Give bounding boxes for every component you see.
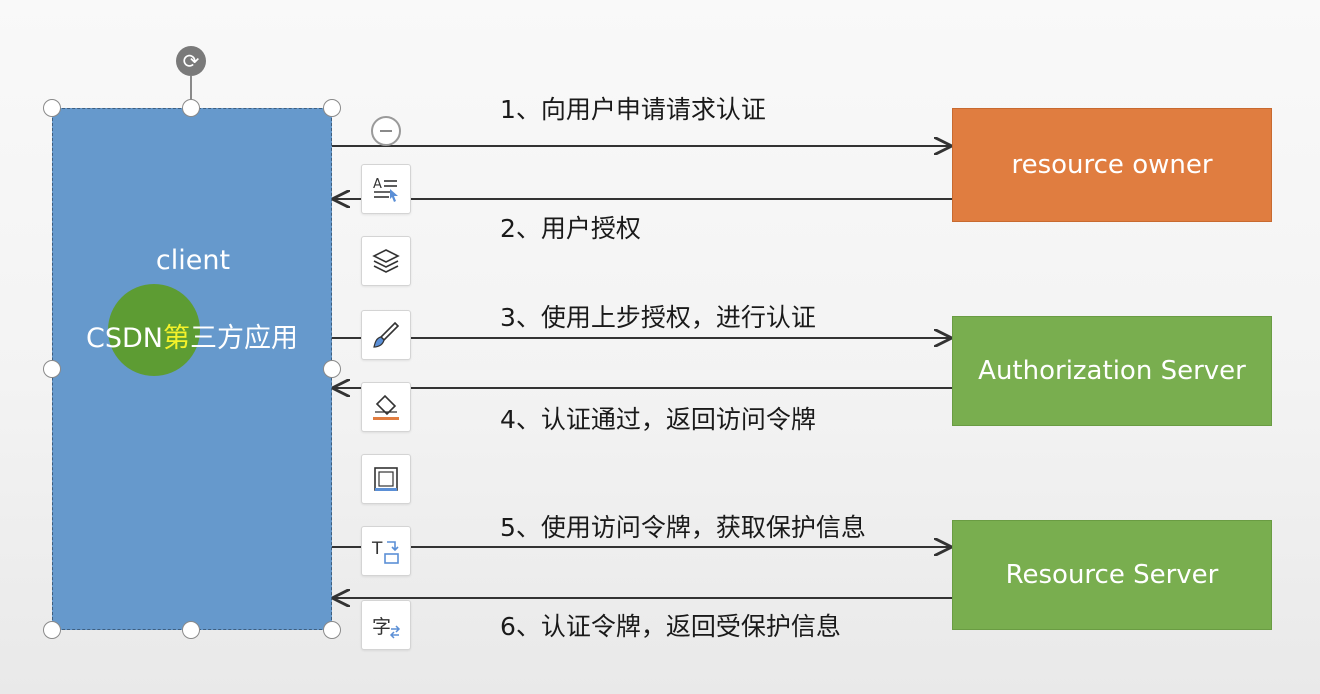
step-6-label: 6、认证令牌，返回受保护信息 — [500, 612, 841, 641]
client-subtitle-post: 三方应用 — [189, 323, 298, 354]
step-2-label: 2、用户授权 — [500, 214, 641, 243]
text-style-button[interactable]: A — [361, 164, 411, 214]
text-box-icon: T — [371, 539, 399, 564]
brush-button[interactable] — [361, 310, 411, 360]
resize-handle-bottom[interactable] — [182, 621, 200, 639]
svg-text:字: 字 — [372, 616, 391, 638]
fill-icon — [373, 394, 399, 420]
brush-icon — [373, 321, 400, 348]
resource-server-box[interactable]: Resource Server — [952, 520, 1272, 630]
client-subtitle: CSDN第三方应用 — [52, 316, 332, 355]
resize-handle-top-right[interactable] — [323, 99, 341, 117]
step-4-label: 4、认证通过，返回访问令牌 — [500, 405, 816, 434]
resize-handle-bottom-left[interactable] — [43, 621, 61, 639]
layers-button[interactable] — [361, 236, 411, 286]
step-1-label: 1、向用户申请请求认证 — [500, 95, 766, 124]
layers-icon — [372, 249, 400, 273]
resize-handle-left[interactable] — [43, 360, 61, 378]
text-box-button[interactable]: T — [361, 526, 411, 576]
cursor-highlight — [108, 284, 200, 376]
collapse-toolbar-button[interactable] — [371, 116, 401, 146]
client-title: client — [155, 245, 231, 276]
client-box[interactable]: client — [52, 108, 332, 630]
text-style-icon: A — [373, 177, 398, 202]
svg-text:A: A — [373, 177, 382, 192]
fill-button[interactable] — [361, 382, 411, 432]
border-icon — [374, 467, 398, 491]
resource-server-label: Resource Server — [1005, 560, 1219, 590]
resource-owner-box[interactable]: resource owner — [952, 108, 1272, 222]
client-subtitle-pre: CSDN — [86, 323, 163, 354]
step-5-label: 5、使用访问令牌，获取保护信息 — [500, 513, 866, 542]
rotate-connector — [190, 76, 192, 100]
step-3-label: 3、使用上步授权，进行认证 — [500, 303, 816, 332]
resource-owner-label: resource owner — [1011, 150, 1213, 180]
authorization-server-label: Authorization Server — [978, 356, 1246, 386]
border-button[interactable] — [361, 454, 411, 504]
resize-handle-top[interactable] — [182, 99, 200, 117]
svg-text:T: T — [371, 539, 383, 559]
client-subtitle-highlight: 第 — [162, 323, 190, 354]
resize-handle-right[interactable] — [323, 360, 341, 378]
font-convert-icon: 字 — [372, 616, 401, 639]
font-convert-button[interactable]: 字 — [361, 600, 411, 650]
resize-handle-top-left[interactable] — [43, 99, 61, 117]
resize-handle-bottom-right[interactable] — [323, 621, 341, 639]
authorization-server-box[interactable]: Authorization Server — [952, 316, 1272, 426]
rotate-icon[interactable]: ⟳ — [176, 46, 206, 76]
